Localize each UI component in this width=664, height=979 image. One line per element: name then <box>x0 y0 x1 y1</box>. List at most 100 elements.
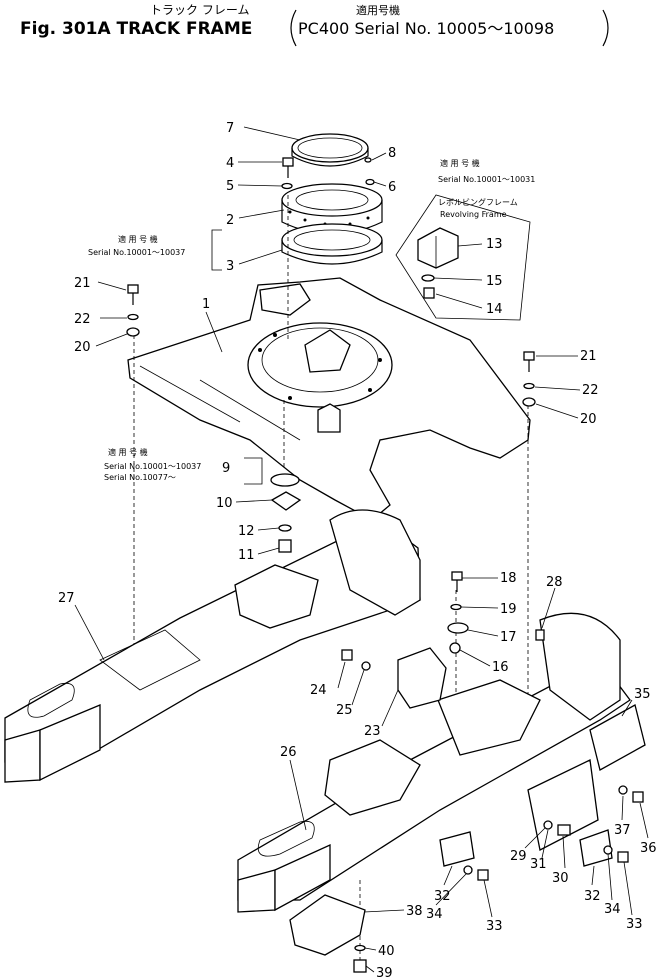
label-part-6: 6 <box>388 180 396 195</box>
bolt-4 <box>282 157 294 178</box>
header-jp-title: トラック フレーム <box>150 3 249 17</box>
washer-5 <box>281 182 293 190</box>
label-part-31: 31 <box>530 857 547 872</box>
label-part-20-right: 20 <box>580 412 597 427</box>
bolt-21-left <box>127 284 139 305</box>
svg-text:適 用 号 機: 適 用 号 機 <box>440 158 480 168</box>
bolt-33-right <box>617 851 629 863</box>
washer-34-left <box>463 865 473 875</box>
washer-34-right <box>603 845 613 855</box>
bracket-32-left <box>439 831 475 867</box>
washer-22-left <box>127 313 139 321</box>
label-part-36: 36 <box>640 841 657 856</box>
svg-text:Serial No.10001～10031: Serial No.10001～10031 <box>438 175 535 184</box>
guard-38 <box>289 894 366 956</box>
washer-40 <box>354 944 366 952</box>
label-part-24: 24 <box>310 683 327 698</box>
bolt-36 <box>632 791 644 803</box>
washer-37 <box>618 785 628 795</box>
note-inset-serial: 適 用 号 機 Serial No.10001～10031 <box>438 158 535 184</box>
label-part-40: 40 <box>378 944 395 959</box>
bearing-seal-7 <box>291 133 369 167</box>
bolt-30 <box>557 824 571 836</box>
label-part-14: 14 <box>486 302 503 317</box>
label-part-34-left: 34 <box>426 907 443 922</box>
label-part-38: 38 <box>406 904 423 919</box>
label-part-37: 37 <box>614 823 631 838</box>
label-part-29: 29 <box>510 849 527 864</box>
bolt-14 <box>423 287 435 299</box>
swing-circle-2 <box>281 183 383 235</box>
bolt-33-left <box>477 869 489 881</box>
plug-8 <box>364 157 372 163</box>
washer-12 <box>278 524 292 532</box>
bracket-2-3 <box>211 229 222 271</box>
note-revolving-frame: レボルビングフレーム Revolving Frame <box>438 197 518 219</box>
gasket-35 <box>589 704 646 771</box>
label-part-12: 12 <box>238 524 255 539</box>
shim-9 <box>270 473 300 487</box>
bolt-21-right <box>523 351 535 372</box>
label-part-13: 13 <box>486 237 503 252</box>
svg-text:Revolving Frame: Revolving Frame <box>440 210 507 219</box>
label-part-9: 9 <box>222 461 230 476</box>
bracket-32-right <box>579 829 613 867</box>
label-part-20-left: 20 <box>74 340 91 355</box>
leader-lines <box>74 126 649 973</box>
label-part-3: 3 <box>226 259 234 274</box>
label-part-2: 2 <box>226 213 234 228</box>
label-part-26: 26 <box>280 745 297 760</box>
bolt-11 <box>278 539 292 553</box>
label-part-11: 11 <box>238 548 255 563</box>
label-part-34-right: 34 <box>604 902 621 917</box>
label-part-16: 16 <box>492 660 509 675</box>
track-frame-26 <box>237 612 631 913</box>
label-part-23: 23 <box>364 724 381 739</box>
svg-text:レボルビングフレーム: レボルビングフレーム <box>438 197 518 207</box>
label-part-18: 18 <box>500 571 517 586</box>
bracket-23 <box>397 647 447 709</box>
plate-17 <box>447 622 469 634</box>
label-part-35: 35 <box>634 687 651 702</box>
stopper-13 <box>417 227 459 269</box>
ring-20-left <box>126 327 140 337</box>
center-frame-1 <box>127 277 531 521</box>
header-paren-right <box>602 9 609 47</box>
inset-outline <box>395 194 531 321</box>
note-bearing-serial: 適 用 号 機 Serial No.10001～10037 <box>88 234 185 257</box>
label-part-39: 39 <box>376 966 393 979</box>
plug-6 <box>365 178 375 186</box>
bolt-24 <box>341 649 353 661</box>
plate-10 <box>270 491 302 511</box>
label-part-10: 10 <box>216 496 233 511</box>
svg-text:適 用 号 機: 適 用 号 機 <box>118 234 158 244</box>
label-part-33-left: 33 <box>486 919 503 934</box>
part-labels: 7 4 5 2 3 8 6 1 21 22 20 21 22 20 13 15 … <box>58 121 657 979</box>
bracket-9 <box>244 457 263 485</box>
bolt-28 <box>535 629 545 641</box>
label-part-27: 27 <box>58 591 75 606</box>
label-part-21-right: 21 <box>580 349 597 364</box>
bushing-16 <box>449 642 461 654</box>
label-part-32-left: 32 <box>434 889 451 904</box>
label-part-7: 7 <box>226 121 234 136</box>
washer-22-right <box>523 382 535 390</box>
header-applicable: PC400 Serial No. 10005～10098 <box>298 19 554 38</box>
track-frame-27 <box>4 509 421 783</box>
label-part-22-right: 22 <box>582 383 599 398</box>
washer-15 <box>421 274 435 282</box>
svg-text:適 用 号 機: 適 用 号 機 <box>108 447 148 457</box>
bolt-39 <box>353 959 367 973</box>
label-part-22-left: 22 <box>74 312 91 327</box>
ring-20-right <box>522 397 536 407</box>
label-part-1: 1 <box>202 297 210 312</box>
label-part-4: 4 <box>226 156 234 171</box>
label-part-15: 15 <box>486 274 503 289</box>
washer-31 <box>543 820 553 830</box>
svg-text:Serial No.10001～10037: Serial No.10001～10037 <box>104 462 201 471</box>
header-paren-left <box>290 9 297 47</box>
svg-text:Serial No.10077～: Serial No.10077～ <box>104 473 176 482</box>
header-jp-applicable: 適用号機 <box>356 3 400 17</box>
label-part-19: 19 <box>500 602 517 617</box>
